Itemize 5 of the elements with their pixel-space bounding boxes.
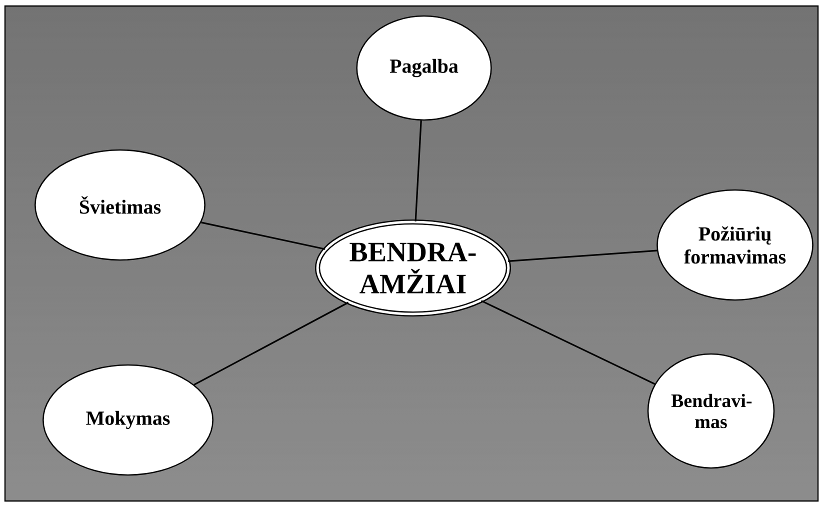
connector-line	[414, 120, 422, 222]
connector-line	[194, 302, 349, 386]
connector-line	[481, 300, 656, 385]
connector-line	[508, 250, 658, 262]
connector-line	[201, 222, 326, 250]
